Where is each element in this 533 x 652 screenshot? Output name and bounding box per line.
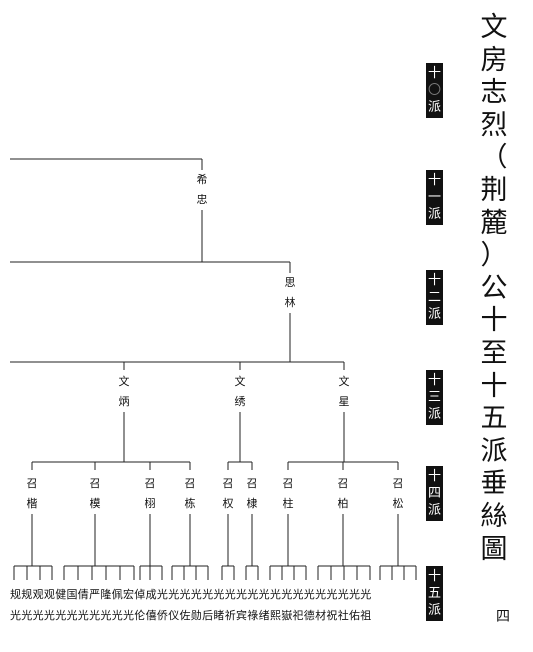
person-name-char: 绣 <box>234 395 246 408</box>
person-name-char: 召 <box>392 477 404 490</box>
person-name-char: 权 <box>222 497 234 510</box>
person-name-char: 召 <box>246 477 258 490</box>
person-name-char: 栩 <box>144 497 156 510</box>
person-name-char: 柱 <box>282 497 294 510</box>
person-name-char: 模 <box>89 497 101 510</box>
person-name-char: 召 <box>89 477 101 490</box>
gen13-person: 召 模 <box>88 474 102 514</box>
person-name-char: 炳 <box>118 395 130 408</box>
person-name-char: 松 <box>392 497 404 510</box>
person-name-char: 文 <box>338 375 350 388</box>
person-name-char: 星 <box>338 395 350 408</box>
person-name-char: 文 <box>234 375 246 388</box>
person-name-char: 召 <box>184 477 196 490</box>
gen15-names-row: 光光光光光光光光光光光伦僖侨仪佐勋后睹祈宾祿绪熙嶽祀德材祝社佑祖 <box>10 609 372 622</box>
person-name-char: 召 <box>282 477 294 490</box>
gen11-person: 思 林 <box>283 273 297 313</box>
person-name-char: 召 <box>337 477 349 490</box>
generation-label-15: 十 五 派 <box>426 566 443 621</box>
person-name-char: 楷 <box>26 497 38 510</box>
page-number: 四 <box>496 609 510 625</box>
gen13-person: 召 柏 <box>336 474 350 514</box>
gen13-person: 召 栩 <box>143 474 157 514</box>
gen13-person: 召 栋 <box>183 474 197 514</box>
person-name-char: 召 <box>222 477 234 490</box>
generation-label-10: 十 〇 派 <box>426 63 443 118</box>
gen12-person: 文 炳 <box>117 372 131 412</box>
person-name-char: 忠 <box>196 193 208 206</box>
person-name-char: 召 <box>26 477 38 490</box>
gen13-person: 召 柱 <box>281 474 295 514</box>
person-name-char: 林 <box>284 296 296 309</box>
person-name-char: 召 <box>144 477 156 490</box>
generation-label-13: 十 三 派 <box>426 370 443 425</box>
person-name-char: 棣 <box>246 497 258 510</box>
gen12-person: 文 星 <box>337 372 351 412</box>
generation-label-14: 十 四 派 <box>426 466 443 521</box>
gen13-person: 召 权 <box>221 474 235 514</box>
generation-label-11: 十 一 派 <box>426 170 443 225</box>
person-name-char: 文 <box>118 375 130 388</box>
gen13-person: 召 棣 <box>245 474 259 514</box>
gen13-person: 召 楷 <box>25 474 39 514</box>
generation-label-12: 十 二 派 <box>426 270 443 325</box>
person-name-char: 栋 <box>184 497 196 510</box>
person-name-char: 思 <box>284 276 296 289</box>
gen12-person: 文 绣 <box>233 372 247 412</box>
gen13-person: 召 松 <box>391 474 405 514</box>
page-title: 文 房 志 烈 （ 荆 麓 ） 公 十 至 十 五 派 垂 絲 圖 <box>480 12 508 565</box>
gen10-person: 希 忠 <box>195 170 209 210</box>
person-name-char: 希 <box>196 173 208 186</box>
person-name-char: 柏 <box>337 497 349 510</box>
gen15-names-row: 规规观观健国倩严隆佩宏倬成光光光光光光光光光光光光光光光光光光光 <box>10 588 372 601</box>
